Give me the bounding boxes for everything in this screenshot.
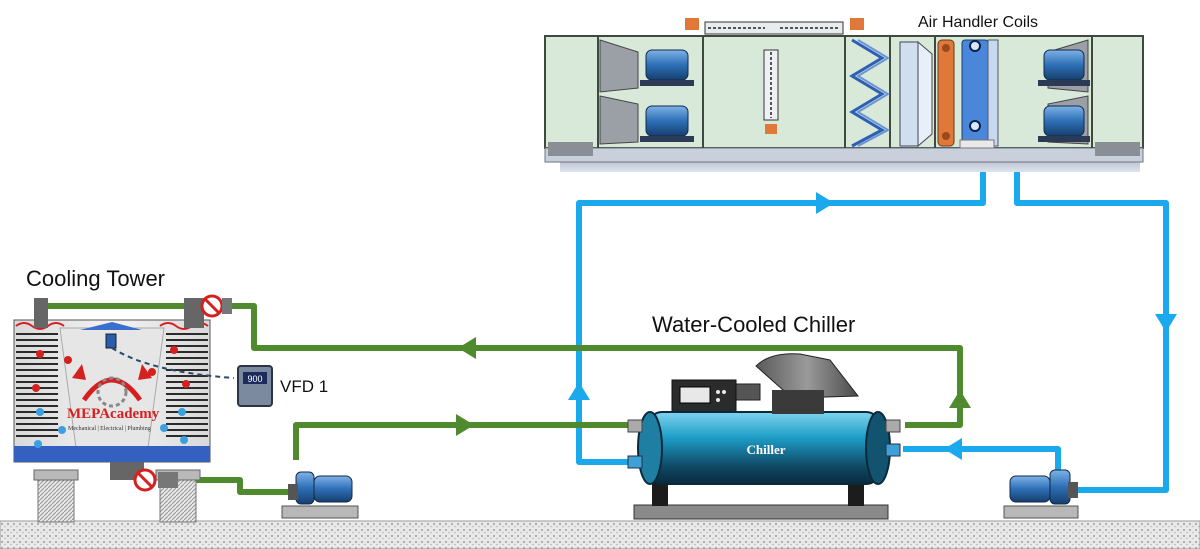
condenser-water-flow-arrows bbox=[456, 337, 971, 436]
fan-motor-icon bbox=[640, 49, 1090, 142]
logo-tagline: Mechanical | Electrical | Plumbing bbox=[68, 426, 151, 432]
chiller-title-label: Water-Cooled Chiller bbox=[652, 312, 855, 337]
logo-name: MEPAcademy bbox=[67, 406, 160, 422]
vfd-controller: 900 bbox=[237, 365, 273, 407]
tower-outlet-valve-icon bbox=[133, 468, 178, 492]
tower-inlet-valve-icon bbox=[200, 294, 232, 318]
chiller-body-label: Chiller bbox=[747, 442, 786, 457]
water-cooled-chiller: Chiller bbox=[627, 353, 901, 520]
air-handler-coils-label: Air Handler Coils bbox=[918, 14, 1038, 31]
chilled-water-pump bbox=[1003, 469, 1079, 519]
ground-slab bbox=[0, 520, 1200, 549]
vfd-label: VFD 1 bbox=[280, 377, 328, 396]
cooling-tower: MEPAcademy Mechanical | Electrical | Plu… bbox=[13, 294, 232, 523]
vfd-display-value: 900 bbox=[247, 374, 262, 384]
chilled-water-flow-arrows bbox=[568, 192, 1177, 460]
cooling-tower-label: Cooling Tower bbox=[26, 266, 165, 291]
mep-academy-logo: MEPAcademy Mechanical | Electrical | Plu… bbox=[67, 364, 160, 432]
condenser-water-pump bbox=[281, 471, 359, 519]
air-handler-unit bbox=[544, 18, 1144, 172]
